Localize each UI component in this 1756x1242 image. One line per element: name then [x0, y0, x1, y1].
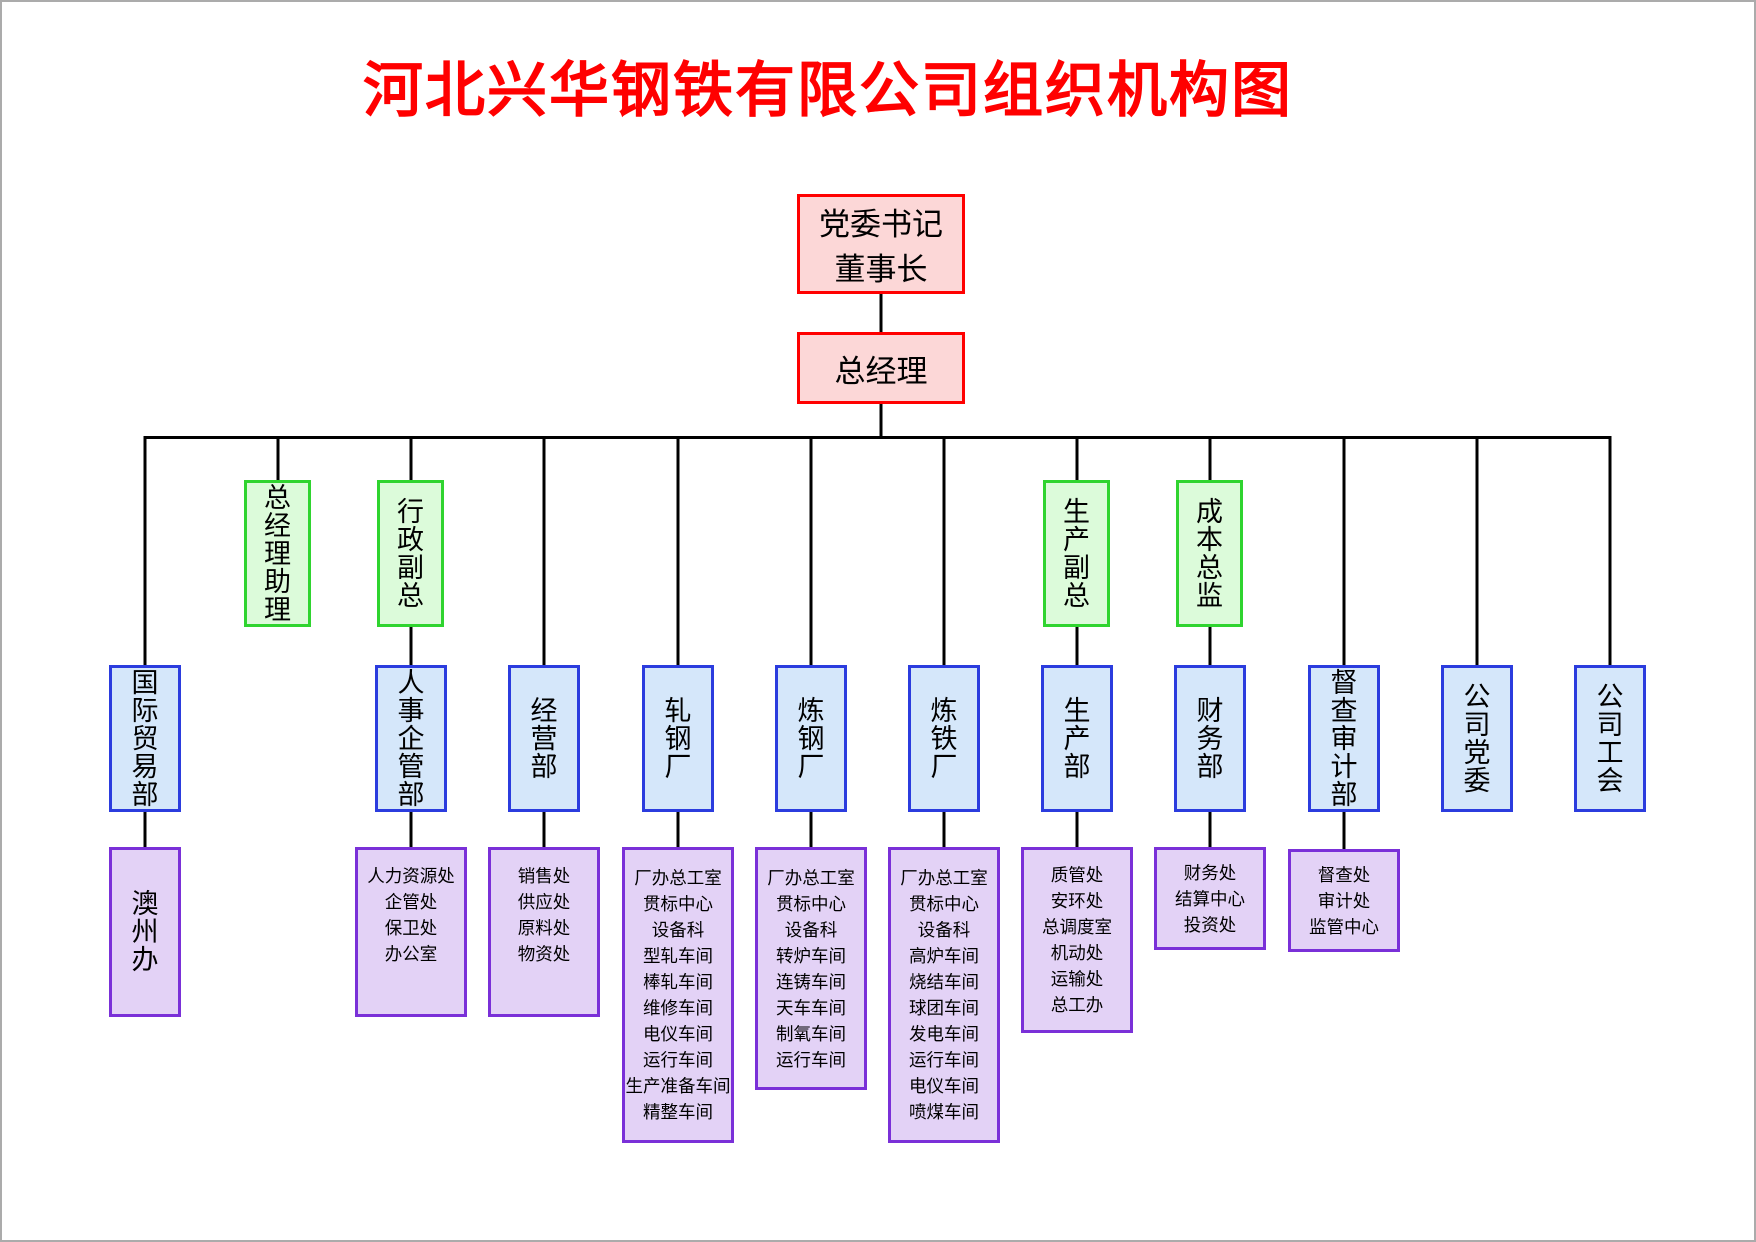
node-rolling-mill: 轧钢厂 — [642, 665, 714, 812]
node-party-committee-label: 公司党委 — [1463, 681, 1491, 796]
node-rolling-mill-units-label: 厂办总工室 贯标中心 设备科 型轧车间 棒轧车间 维修车间 电仪车间 运行车间 … — [625, 868, 731, 1122]
node-business-dept: 经营部 — [508, 665, 580, 812]
node-ironmaking-units-label: 厂办总工室 贯标中心 设备科 高炉车间 烧结车间 球团车间 发电车间 运行车间 … — [900, 868, 988, 1122]
node-audit-dept-label: 督查审计部 — [1330, 667, 1358, 810]
node-assistant-gm: 总经理助理 — [244, 480, 311, 627]
node-chairman: 党委书记 董事长 — [797, 194, 965, 294]
node-business-sub-offices: 销售处 供应处 原料处 物资处 — [488, 847, 600, 1017]
node-intl-trade-dept-label: 国际贸易部 — [131, 667, 159, 810]
node-cost-director-label: 成本总监 — [1196, 496, 1223, 611]
node-production-dept: 生产部 — [1041, 665, 1113, 812]
node-ironmaking-units: 厂办总工室 贯标中心 设备科 高炉车间 烧结车间 球团车间 发电车间 运行车间 … — [888, 847, 1000, 1143]
node-finance-sub-offices: 财务处 结算中心 投资处 — [1154, 847, 1266, 950]
node-audit-dept: 督查审计部 — [1308, 665, 1380, 812]
node-business-sub-offices-label: 销售处 供应处 原料处 物资处 — [517, 866, 571, 964]
node-ironmaking-plant-label: 炼铁厂 — [930, 695, 958, 782]
node-aozhou-office: 澳州办 — [109, 847, 181, 1017]
node-labor-union-label: 公司工会 — [1596, 681, 1624, 796]
node-business-dept-label: 经营部 — [530, 695, 558, 782]
node-steelmaking-plant-label: 炼钢厂 — [797, 695, 825, 782]
node-steelmaking-plant: 炼钢厂 — [775, 665, 847, 812]
node-hr-sub-offices: 人力资源处 企管处 保卫处 办公室 — [355, 847, 467, 1017]
node-aozhou-office-label: 澳州办 — [131, 889, 159, 975]
node-finance-dept-label: 财务部 — [1196, 695, 1224, 782]
node-ironmaking-plant: 炼铁厂 — [908, 665, 980, 812]
node-hr-enterprise-dept-label: 人事企管部 — [397, 667, 425, 810]
node-production-dept-label: 生产部 — [1063, 695, 1091, 782]
node-rolling-mill-label: 轧钢厂 — [664, 695, 692, 782]
node-rolling-mill-units: 厂办总工室 贯标中心 设备科 型轧车间 棒轧车间 维修车间 电仪车间 运行车间 … — [622, 847, 734, 1143]
node-cost-director: 成本总监 — [1176, 480, 1243, 627]
node-chairman-label: 党委书记 董事长 — [819, 207, 943, 287]
node-intl-trade-dept: 国际贸易部 — [109, 665, 181, 812]
node-steelmaking-units-label: 厂办总工室 贯标中心 设备科 转炉车间 连铸车间 天车车间 制氧车间 运行车间 — [767, 867, 855, 1070]
node-hr-sub-offices-label: 人力资源处 企管处 保卫处 办公室 — [367, 866, 455, 964]
node-admin-vp-label: 行政副总 — [397, 496, 424, 611]
node-assistant-gm-label: 总经理助理 — [264, 482, 291, 625]
org-chart-title: 河北兴华钢铁有限公司组织机构图 — [363, 57, 1293, 124]
node-general-manager: 总经理 — [797, 332, 965, 404]
node-admin-vp: 行政副总 — [377, 480, 444, 627]
node-party-committee: 公司党委 — [1441, 665, 1513, 812]
node-production-sub-offices: 质管处 安环处 总调度室 机动处 运输处 总工办 — [1021, 847, 1133, 1033]
node-steelmaking-units: 厂办总工室 贯标中心 设备科 转炉车间 连铸车间 天车车间 制氧车间 运行车间 — [755, 847, 867, 1090]
node-general-manager-label: 总经理 — [834, 353, 928, 389]
node-audit-sub-offices: 督查处 审计处 监管中心 — [1288, 849, 1400, 952]
node-audit-sub-offices-label: 督查处 审计处 监管中心 — [1309, 864, 1379, 937]
node-finance-sub-offices-label: 财务处 结算中心 投资处 — [1175, 862, 1245, 935]
node-production-vp: 生产副总 — [1043, 480, 1110, 627]
node-production-sub-offices-label: 质管处 安环处 总调度室 机动处 运输处 总工办 — [1042, 865, 1112, 1015]
node-labor-union: 公司工会 — [1574, 665, 1646, 812]
node-finance-dept: 财务部 — [1174, 665, 1246, 812]
node-hr-enterprise-dept: 人事企管部 — [375, 665, 447, 812]
node-production-vp-label: 生产副总 — [1063, 496, 1090, 611]
